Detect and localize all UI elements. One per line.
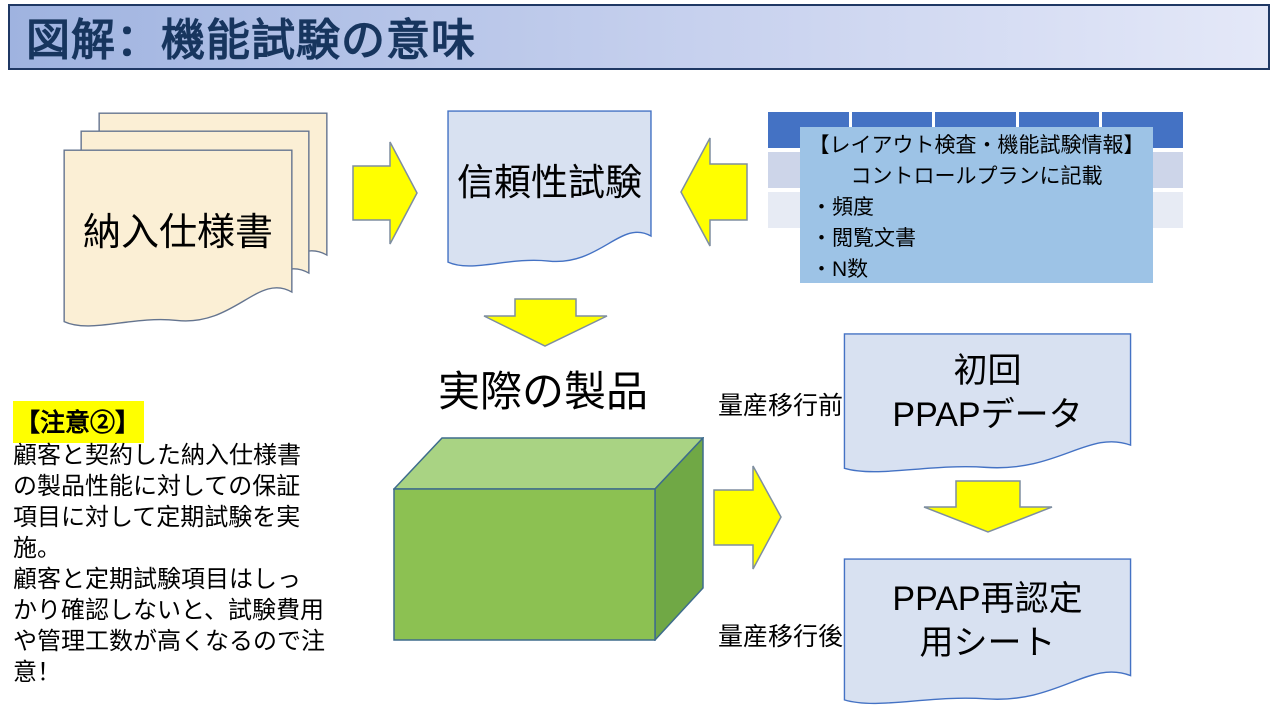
info-box-bullet: ・N数: [811, 258, 869, 281]
arrow-down-icon: [483, 298, 608, 347]
ppap-recert-label: PPAP再認定 用シート: [892, 577, 1082, 691]
spec-doc-front: 納入仕様書: [63, 149, 293, 334]
actual-product-label: 実際の製品: [437, 368, 648, 415]
arrow-left-icon: [680, 134, 748, 250]
spec-doc-label: 納入仕様書: [82, 212, 273, 254]
ppap-recert-line2: 用シート: [919, 624, 1056, 662]
reliability-doc: 信頼性試験: [447, 110, 652, 273]
ppap-recert-line1: PPAP再認定: [892, 580, 1083, 618]
note-heading: 【注意②】: [13, 401, 145, 443]
document-shape: [843, 333, 1132, 478]
note-body: 顧客と契約した納入仕様書 の製品性能に対しての保証 項目に対して定期試験を実 施…: [13, 442, 325, 686]
phase-label-after: 量産移行後: [718, 623, 844, 651]
ppap-initial-label: 初回 PPAPデータ: [892, 349, 1082, 463]
reliability-doc-label: 信頼性試験: [457, 161, 642, 203]
info-box-bullet: ・頻度: [811, 196, 874, 219]
product-cube: [393, 437, 704, 641]
control-plan-info-box: 【レイアウト検査・機能試験情報】 コントロールプランに記載 ・頻度 ・閲覧文書 …: [800, 127, 1153, 283]
document-shape: [63, 149, 293, 334]
arrow-right-icon: [352, 138, 418, 248]
info-box-title: 【レイアウト検査・機能試験情報】: [808, 134, 1145, 157]
document-shape: [843, 558, 1132, 710]
phase-label-before: 量産移行前: [718, 392, 844, 420]
ppap-recert-doc: PPAP再認定 用シート: [843, 558, 1132, 710]
slide-title: 図解：機能試験の意味: [26, 16, 476, 65]
ppap-initial-line1: 初回: [953, 351, 1022, 390]
document-shape: [447, 110, 652, 273]
arrow-down-icon: [923, 480, 1053, 533]
arrow-right-icon: [713, 462, 782, 573]
info-box-subtitle: コントロールプランに記載: [850, 165, 1103, 188]
title-bar: 図解：機能試験の意味: [8, 4, 1270, 70]
ppap-initial-doc: 初回 PPAPデータ: [843, 333, 1132, 478]
info-box-bullet: ・閲覧文書: [811, 227, 916, 250]
ppap-initial-line2: PPAPデータ: [892, 395, 1083, 434]
